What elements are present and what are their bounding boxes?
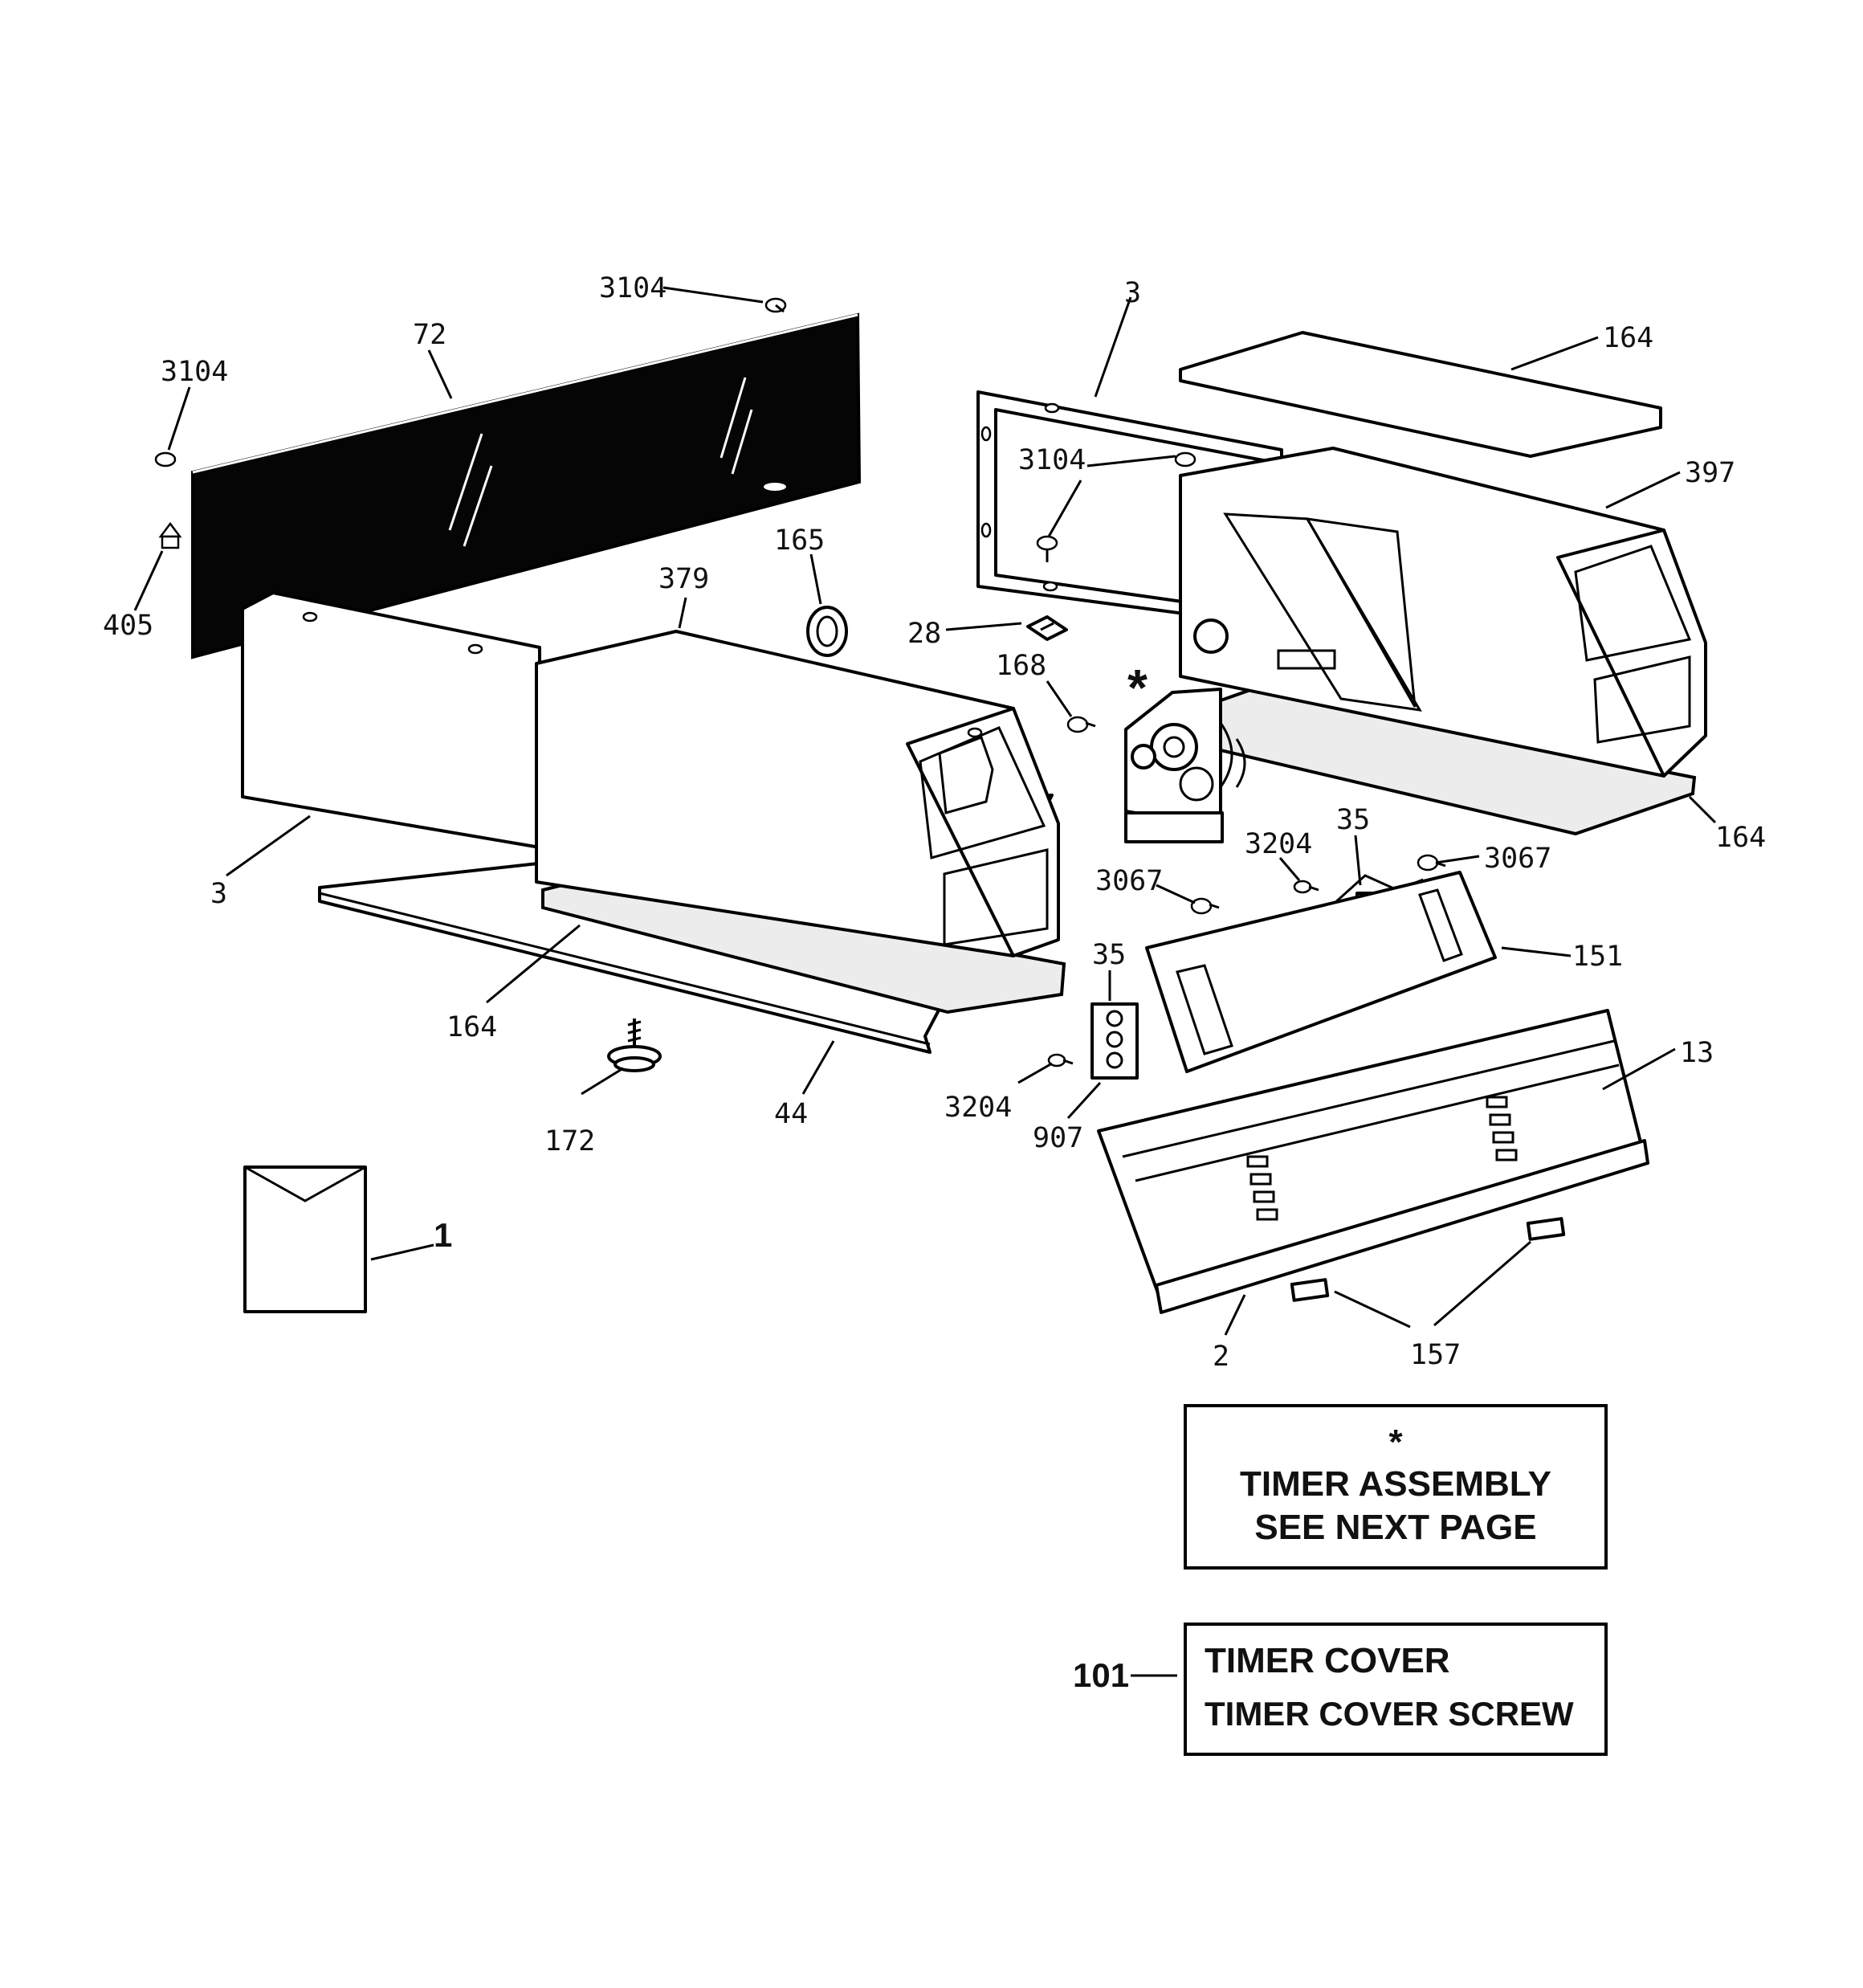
literature-envelope [243, 1165, 367, 1313]
timer-cover-note: TIMER COVER TIMER COVER SCREW [1184, 1623, 1608, 1756]
callout-labels: 3104 72 3104 405 165 379 3 164 172 44 1 … [103, 272, 1766, 1694]
screw-3204-top [1293, 880, 1319, 894]
indicator-light-right [1526, 1217, 1566, 1241]
callout-3104-mid: 3104 [1018, 444, 1086, 476]
callout-164-top: 164 [1603, 322, 1653, 354]
note-timer-cover: TIMER COVER [1205, 1641, 1450, 1680]
callout-165: 165 [774, 525, 825, 557]
control-panel-trim [1155, 1139, 1649, 1314]
callout-35-mid: 35 [1092, 939, 1126, 971]
right-oven-liner [1179, 447, 1707, 778]
callout-3104-top: 3104 [599, 272, 667, 304]
leveling-leg [607, 1018, 662, 1072]
callout-3-left: 3 [210, 878, 227, 910]
switch-mounting-plate [1145, 871, 1497, 1073]
callout-907: 907 [1033, 1122, 1083, 1154]
callout-397: 397 [1685, 457, 1735, 489]
callout-157: 157 [1410, 1339, 1461, 1371]
screw-3067-right [1417, 854, 1446, 872]
note-asterisk: * [1388, 1423, 1403, 1462]
callout-13: 13 [1680, 1037, 1714, 1069]
timer-asterisk-marker: * [1127, 659, 1148, 716]
note-see-next-page: SEE NEXT PAGE [1254, 1508, 1536, 1547]
callout-72: 72 [413, 319, 446, 351]
callout-379: 379 [658, 563, 709, 595]
callout-28: 28 [907, 618, 941, 650]
callout-151: 151 [1572, 941, 1623, 973]
clip-bracket [1026, 615, 1068, 641]
switch-35-lower [1090, 1002, 1139, 1080]
screw-3067-left [1190, 897, 1220, 915]
nut-405 [158, 521, 182, 549]
callout-172: 172 [544, 1125, 595, 1157]
callout-405: 405 [103, 610, 153, 642]
callout-1: 1 [434, 1216, 452, 1254]
screw-168 [1066, 716, 1096, 733]
leader-lines [133, 286, 1717, 1677]
note-timer-assembly: TIMER ASSEMBLY [1240, 1464, 1551, 1504]
callout-44: 44 [774, 1098, 808, 1130]
screw-3104-top-left [764, 297, 787, 313]
screw-3104-left [154, 451, 177, 467]
callout-3204-bottom: 3204 [944, 1092, 1012, 1124]
callout-3204-top: 3204 [1245, 828, 1312, 860]
left-oven-liner [535, 630, 1060, 957]
callout-3067-left: 3067 [1095, 865, 1163, 897]
callout-3104-left: 3104 [161, 356, 228, 388]
callout-2: 2 [1213, 1341, 1229, 1373]
note-timer-cover-screw: TIMER COVER SCREW [1205, 1695, 1574, 1733]
callout-3067-right: 3067 [1484, 843, 1551, 875]
callout-3-top: 3 [1124, 277, 1141, 309]
screw-3104-mid [1036, 451, 1196, 562]
screw-3204-bottom [1047, 1053, 1074, 1067]
grommet [806, 606, 848, 657]
callout-35-top: 35 [1336, 804, 1370, 836]
callout-164-mid: 164 [446, 1011, 497, 1043]
timer-assembly [1124, 688, 1246, 843]
left-side-frame [241, 591, 541, 849]
callout-101: 101 [1073, 1656, 1129, 1694]
callout-168: 168 [996, 650, 1046, 682]
insulation-pad-top [1179, 331, 1662, 458]
front-glass-panel [191, 312, 862, 659]
timer-assembly-note: * TIMER ASSEMBLY SEE NEXT PAGE [1184, 1404, 1608, 1570]
callout-164-right: 164 [1715, 822, 1766, 854]
indicator-light-left [1290, 1278, 1330, 1302]
